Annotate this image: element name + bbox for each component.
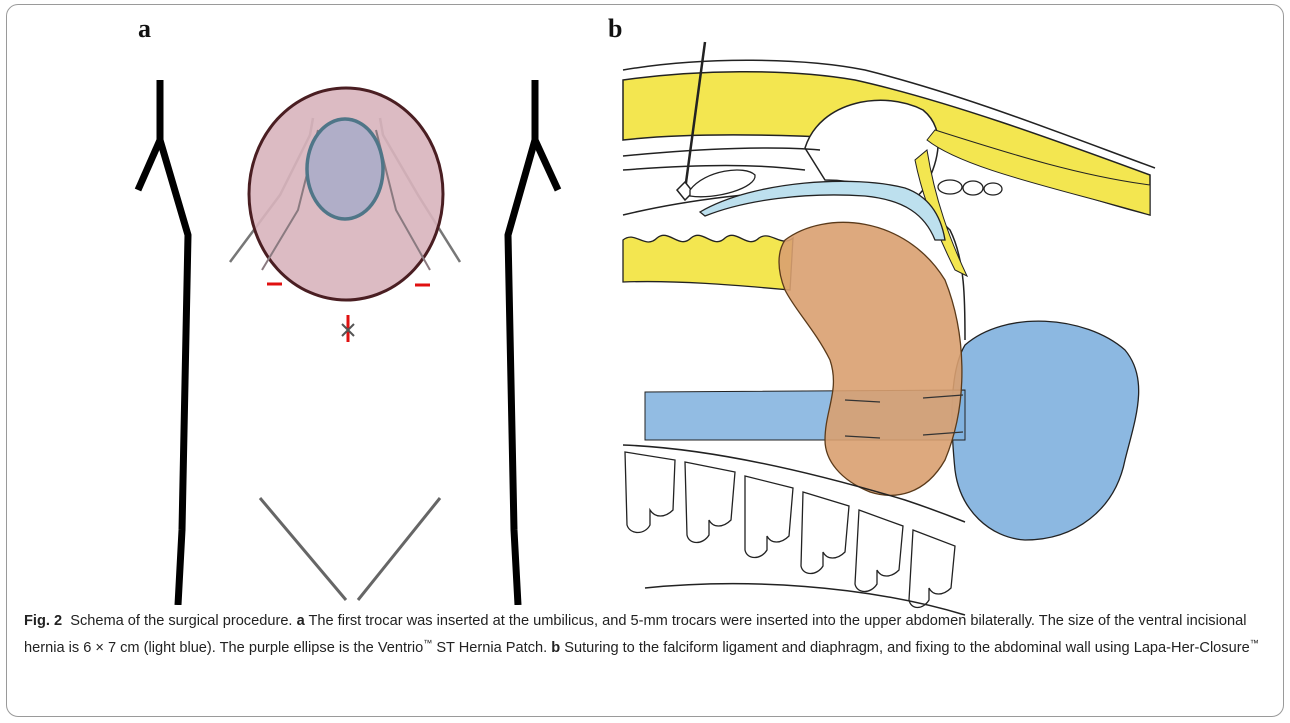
trademark-2: ™ [1250, 638, 1259, 648]
falciform-ligament [690, 170, 755, 197]
vessel-1 [938, 180, 962, 194]
right-inguinal-line [358, 498, 440, 600]
vertebra-4 [801, 492, 849, 574]
stomach [952, 321, 1139, 540]
hernia-defect-ellipse [307, 119, 383, 219]
vertebra-1 [625, 452, 675, 533]
torso-right-shoulder [535, 140, 558, 190]
torso-right-outline [508, 80, 535, 605]
lower-fat-layer [623, 235, 793, 290]
vertebra-3 [745, 476, 793, 558]
peritoneum-line-1 [623, 148, 820, 156]
vertebra-5 [855, 510, 903, 592]
vertebra-2 [685, 462, 735, 543]
caption-marker-b: b [551, 639, 560, 655]
left-inguinal-line [260, 498, 346, 600]
torso-left-outline [160, 80, 188, 605]
liver [779, 222, 962, 495]
panel-a-torso-diagram [130, 60, 570, 605]
panel-b-sagittal-diagram [605, 40, 1170, 620]
vessel-2 [963, 181, 983, 195]
vertebra-6 [909, 530, 955, 608]
caption-a-text-2: ST Hernia Patch. [436, 639, 547, 655]
panel-a-label: a [138, 14, 151, 44]
fig-number: Fig. 2 [24, 613, 62, 629]
torso-left-shoulder [138, 140, 160, 190]
caption-marker-a: a [297, 613, 305, 629]
trademark-1: ™ [423, 638, 432, 648]
caption-title: Schema of the surgical procedure. [70, 613, 292, 629]
vessel-3 [984, 183, 1002, 195]
peritoneum-line-2 [623, 166, 805, 171]
figure-caption: Fig. 2 Schema of the surgical procedure.… [24, 611, 1264, 659]
caption-b-text-1: Suturing to the falciform ligament and d… [564, 639, 1249, 655]
